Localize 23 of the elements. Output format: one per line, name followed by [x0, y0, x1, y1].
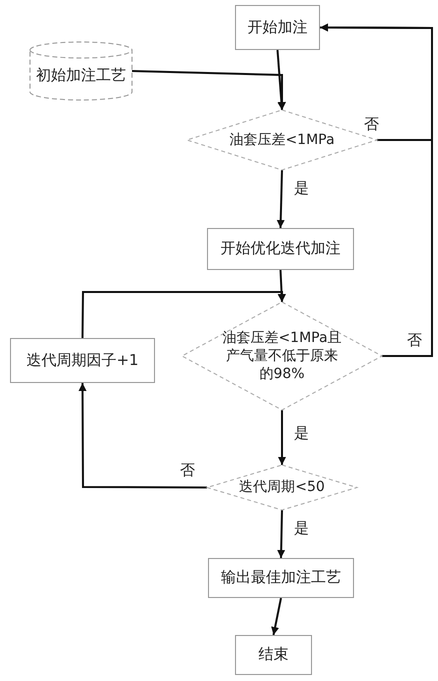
arrow: [132, 70, 286, 110]
edge-label: 否: [362, 116, 381, 132]
arrow: [78, 383, 207, 488]
process-box: 结束: [235, 635, 312, 675]
edge-label: 否: [405, 332, 424, 348]
arrow: [277, 510, 286, 558]
arrow: [82, 291, 286, 338]
decision-diamond: 油套压差<1MPa且产气量不低于原来的98%: [182, 302, 382, 410]
data-cylinder: 初始加注工艺: [30, 42, 132, 100]
edge-label: 是: [292, 520, 311, 536]
decision-diamond: 迭代周期<50: [207, 465, 357, 510]
edge-label: 否: [178, 462, 197, 478]
arrow: [276, 170, 285, 228]
process-box: 迭代周期因子+1: [10, 338, 155, 383]
edge-label: 是: [292, 180, 311, 196]
arrow: [278, 410, 286, 465]
process-box: 开始优化迭代加注: [207, 228, 354, 270]
process-box: 开始加注: [235, 5, 320, 50]
arrow: [276, 50, 286, 110]
process-box: 输出最佳加注工艺: [208, 558, 354, 598]
arrow: [320, 24, 433, 357]
edge-label: 是: [292, 425, 311, 442]
arrow: [271, 598, 282, 636]
